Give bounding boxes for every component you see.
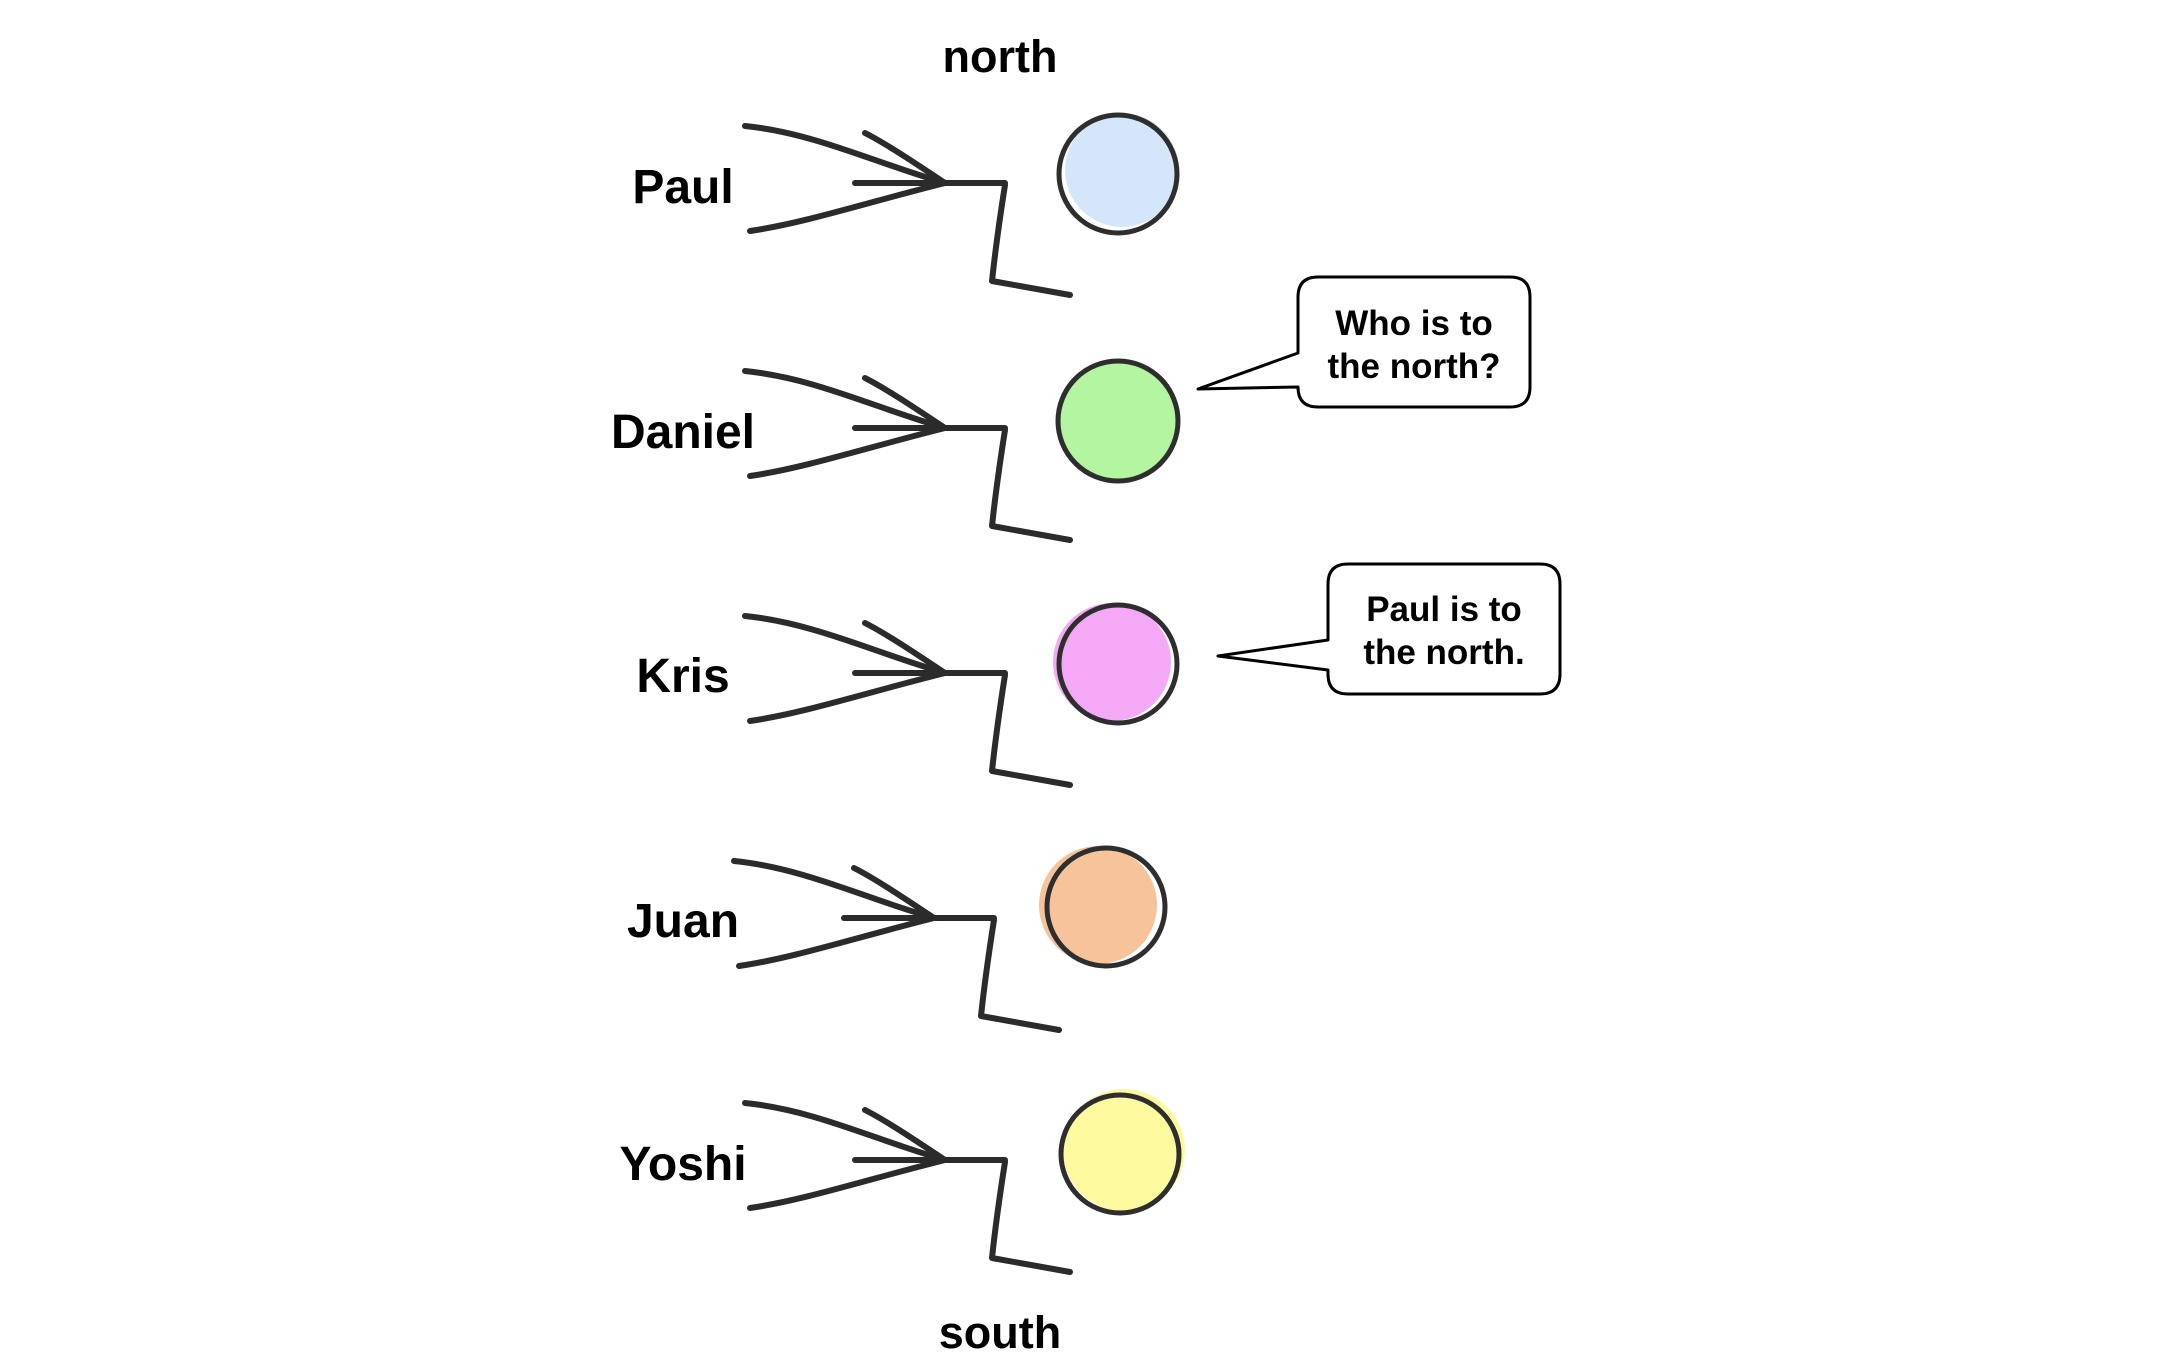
person-name-label: Daniel xyxy=(611,406,755,459)
person-yoshi: Yoshi xyxy=(619,1089,1185,1272)
speech-bubble-kris: Paul is to the north. xyxy=(1216,562,1562,696)
person-name-label: Kris xyxy=(636,650,729,703)
person-daniel: Daniel xyxy=(611,358,1181,540)
head-outline xyxy=(1058,1092,1182,1216)
bubble-line: the north. xyxy=(1363,633,1524,672)
stick-figure xyxy=(745,126,1070,295)
bubble-line: Who is to xyxy=(1335,304,1492,343)
person-juan: Juan xyxy=(627,845,1168,1030)
head-outline xyxy=(1044,845,1168,969)
head-fill xyxy=(1039,846,1157,964)
person-name-label: Juan xyxy=(627,895,739,948)
south-label: south xyxy=(939,1307,1061,1358)
person-name-label: Paul xyxy=(632,161,733,214)
stick-figure xyxy=(745,1103,1070,1272)
head-fill xyxy=(1065,113,1179,227)
bubble-shape xyxy=(1216,562,1562,696)
head-outline xyxy=(1056,112,1180,236)
head-fill xyxy=(1063,1089,1185,1211)
bubble-line: Paul is to xyxy=(1366,590,1522,629)
head-outline xyxy=(1055,358,1181,484)
head-outline xyxy=(1056,602,1180,726)
north-label: north xyxy=(943,31,1058,82)
stick-figure xyxy=(745,616,1070,785)
stick-figure xyxy=(745,371,1070,540)
person-kris: Kris xyxy=(636,602,1180,785)
bubble-line: the north? xyxy=(1327,347,1500,386)
head-fill xyxy=(1056,362,1176,482)
person-paul: Paul xyxy=(632,112,1180,295)
stick-figure xyxy=(734,861,1059,1030)
person-name-label: Yoshi xyxy=(619,1138,746,1191)
head-fill xyxy=(1053,603,1171,721)
bubble-shape xyxy=(1196,275,1532,409)
speech-bubble-daniel: Who is to the north? xyxy=(1196,275,1532,409)
